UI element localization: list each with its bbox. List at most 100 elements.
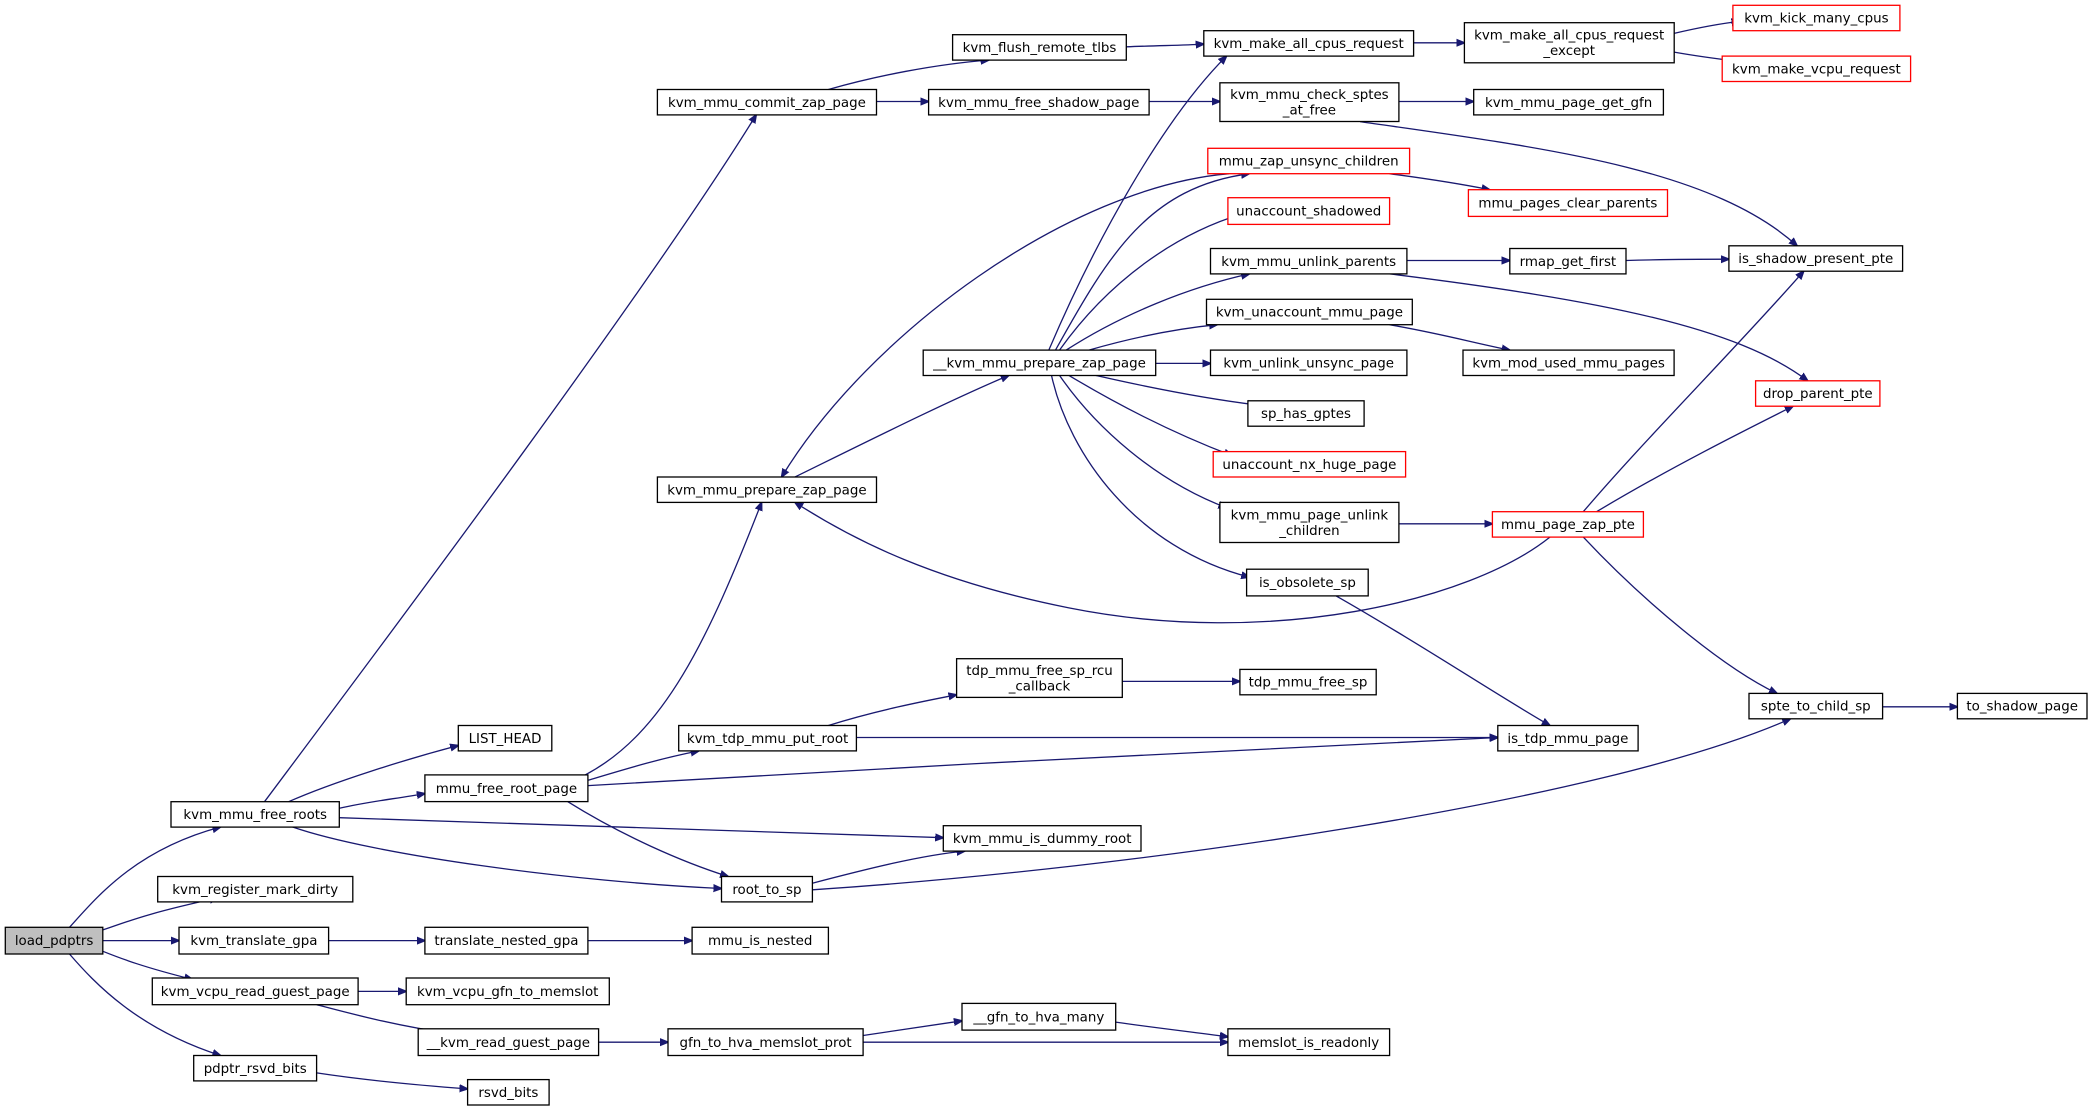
node-kvm_make_vcpu_request[interactable]: kvm_make_vcpu_request [1721, 55, 1912, 83]
node-box [1205, 298, 1413, 326]
function-nodes: load_pdptrs kvm_mmu_free_roots kvm_registe… [4, 4, 2088, 1106]
node-tdp_mmu_free_sp_rcu_callback[interactable]: tdp_mmu_free_sp_rcu_callback [955, 658, 1123, 699]
node-LIST_HEAD[interactable]: LIST_HEAD [457, 724, 553, 752]
node-rsvd_bits[interactable]: rsvd_bits [466, 1078, 550, 1106]
node-box [157, 875, 354, 903]
edge-__kvm_mmu_prepare_zap_page-to-kvm_mmu_page_unlink_children [1058, 375, 1227, 507]
node-spte_to_child_sp[interactable]: spte_to_child_sp [1748, 692, 1884, 720]
node-is_shadow_present_pte[interactable]: is_shadow_present_pte [1728, 245, 1904, 272]
node-box [951, 34, 1127, 61]
node-label: translate_nested_gpa [434, 934, 578, 949]
node-kvm_kick_many_cpus[interactable]: kvm_kick_many_cpus [1732, 4, 1901, 32]
edge-load_pdptrs-to-kvm_mmu_free_roots [69, 827, 221, 928]
node-box [1219, 82, 1400, 123]
node-box [1212, 450, 1407, 478]
node-tdp_mmu_free_sp[interactable]: tdp_mmu_free_sp [1239, 668, 1377, 696]
node-label: kvm_unlink_unsync_page [1223, 356, 1394, 371]
edge-__kvm_mmu_prepare_zap_page-to-kvm_mmu_unlink_parents [1065, 274, 1249, 351]
node-mmu_page_zap_pte[interactable]: mmu_page_zap_pte [1491, 511, 1645, 538]
node-drop_parent_pte[interactable]: drop_parent_pte [1754, 380, 1881, 407]
node-label: kvm_mmu_commit_zap_page [668, 96, 866, 111]
node-box [4, 926, 104, 955]
node-root_to_sp[interactable]: root_to_sp [720, 875, 814, 903]
node-label: pdptr_rsvd_bits [204, 1062, 307, 1077]
node-label: _children [1278, 524, 1339, 539]
node-box [1227, 197, 1391, 226]
node-kvm_mmu_check_sptes_at_free[interactable]: kvm_mmu_check_sptes_at_free [1219, 82, 1400, 123]
node-kvm_mmu_commit_zap_page[interactable]: kvm_mmu_commit_zap_page [656, 88, 878, 116]
node-box [1754, 380, 1881, 407]
node-__kvm_mmu_prepare_zap_page[interactable]: __kvm_mmu_prepare_zap_page [922, 349, 1157, 377]
node-kvm_unlink_unsync_page[interactable]: kvm_unlink_unsync_page [1209, 349, 1408, 377]
node-box [1462, 349, 1675, 377]
edge-mmu_free_root_page-to-root_to_sp [567, 801, 728, 877]
node-box [1209, 349, 1408, 377]
node-kvm_unaccount_mmu_page[interactable]: kvm_unaccount_mmu_page [1205, 298, 1413, 326]
node-box [1219, 501, 1400, 544]
node-box [1509, 247, 1627, 275]
node-is_tdp_mmu_page[interactable]: is_tdp_mmu_page [1497, 724, 1639, 752]
node-kvm_mmu_free_shadow_page[interactable]: kvm_mmu_free_shadow_page [927, 88, 1150, 116]
node-load_pdptrs[interactable]: load_pdptrs [4, 926, 104, 955]
node-label: _except [1542, 44, 1595, 59]
node-kvm_mmu_page_get_gfn[interactable]: kvm_mmu_page_get_gfn [1473, 88, 1665, 116]
node-kvm_make_all_cpus_request_except[interactable]: kvm_make_all_cpus_request_except [1463, 22, 1675, 64]
node-kvm_flush_remote_tlbs[interactable]: kvm_flush_remote_tlbs [951, 34, 1127, 61]
node-unaccount_shadowed[interactable]: unaccount_shadowed [1227, 197, 1391, 226]
edge-mmu_free_root_page-to-is_tdp_mmu_page [587, 738, 1498, 787]
node-kvm_tdp_mmu_put_root[interactable]: kvm_tdp_mmu_put_root [678, 724, 858, 752]
edge-mmu_zap_unsync_children-to-mmu_pages_clear_parents [1389, 173, 1490, 190]
node-pdptr_rsvd_bits[interactable]: pdptr_rsvd_bits [193, 1054, 318, 1082]
node-label: kvm_unaccount_mmu_page [1216, 306, 1403, 321]
node-gfn_to_hva_memslot_prot[interactable]: gfn_to_hva_memslot_prot [667, 1028, 864, 1057]
node-kvm_make_all_cpus_request[interactable]: kvm_make_all_cpus_request [1203, 30, 1415, 57]
node-mmu_zap_unsync_children[interactable]: mmu_zap_unsync_children [1207, 147, 1411, 175]
node-label: kvm_mmu_page_unlink [1231, 508, 1389, 523]
node-translate_nested_gpa[interactable]: translate_nested_gpa [424, 926, 589, 955]
node-to_shadow_page[interactable]: to_shadow_page [1956, 692, 2088, 720]
node-label: mmu_free_root_page [436, 782, 577, 797]
node-box [927, 88, 1150, 116]
node-box [1732, 4, 1901, 32]
node-box [656, 476, 878, 504]
node-memslot_is_readonly[interactable]: memslot_is_readonly [1227, 1028, 1391, 1057]
node-kvm_mmu_page_unlink_children[interactable]: kvm_mmu_page_unlink_children [1219, 501, 1400, 544]
node-kvm_mmu_prepare_zap_page[interactable]: kvm_mmu_prepare_zap_page [656, 476, 878, 504]
node-kvm_mmu_is_dummy_root[interactable]: kvm_mmu_is_dummy_root [942, 825, 1142, 852]
node-sp_has_gptes[interactable]: sp_has_gptes [1247, 400, 1365, 427]
node-box [1956, 692, 2088, 720]
node-label: mmu_pages_clear_parents [1478, 197, 1657, 212]
node-label: kvm_register_mark_dirty [172, 883, 338, 898]
edge-__kvm_mmu_prepare_zap_page-to-is_obsolete_sp [1050, 375, 1250, 577]
node-kvm_mmu_free_roots[interactable]: kvm_mmu_free_roots [170, 801, 340, 828]
node-box [424, 926, 589, 955]
node-kvm_vcpu_gfn_to_memslot[interactable]: kvm_vcpu_gfn_to_memslot [405, 977, 610, 1006]
node-__kvm_read_guest_page[interactable]: __kvm_read_guest_page [417, 1028, 600, 1057]
node-label: LIST_HEAD [469, 732, 542, 747]
node-kvm_translate_gpa[interactable]: kvm_translate_gpa [178, 926, 330, 955]
node-label: kvm_kick_many_cpus [1744, 12, 1888, 27]
node-rmap_get_first[interactable]: rmap_get_first [1509, 247, 1627, 275]
node-box [942, 825, 1142, 852]
edge-load_pdptrs-to-kvm_register_mark_dirty [102, 898, 218, 931]
edge-kvm_mmu_free_roots-to-LIST_HEAD [288, 746, 459, 803]
node-mmu_pages_clear_parents[interactable]: mmu_pages_clear_parents [1467, 189, 1669, 218]
node-label: kvm_mmu_free_roots [183, 808, 327, 823]
edge-rmap_get_first-to-is_shadow_present_pte [1625, 259, 1729, 260]
edge-kvm_tdp_mmu_put_root-to-tdp_mmu_free_sp_rcu_callback [828, 695, 956, 727]
node-label: rsvd_bits [478, 1086, 538, 1101]
node-__gfn_to_hva_many[interactable]: __gfn_to_hva_many [961, 1002, 1117, 1031]
node-is_obsolete_sp[interactable]: is_obsolete_sp [1245, 568, 1369, 597]
node-unaccount_nx_huge_page[interactable]: unaccount_nx_huge_page [1212, 450, 1407, 478]
node-kvm_vcpu_read_guest_page[interactable]: kvm_vcpu_read_guest_page [151, 977, 359, 1006]
edge-gfn_to_hva_memslot_prot-to-__gfn_to_hva_many [863, 1021, 962, 1037]
node-label: to_shadow_page [1966, 700, 2078, 715]
node-kvm_mmu_unlink_parents[interactable]: kvm_mmu_unlink_parents [1209, 247, 1408, 275]
node-label: kvm_make_all_cpus_request [1214, 37, 1404, 52]
node-kvm_register_mark_dirty[interactable]: kvm_register_mark_dirty [157, 875, 354, 903]
node-mmu_free_root_page[interactable]: mmu_free_root_page [424, 774, 589, 803]
node-mmu_is_nested[interactable]: mmu_is_nested [691, 926, 830, 955]
node-kvm_mod_used_mmu_pages[interactable]: kvm_mod_used_mmu_pages [1462, 349, 1675, 377]
node-label: kvm_mmu_is_dummy_root [953, 832, 1132, 847]
